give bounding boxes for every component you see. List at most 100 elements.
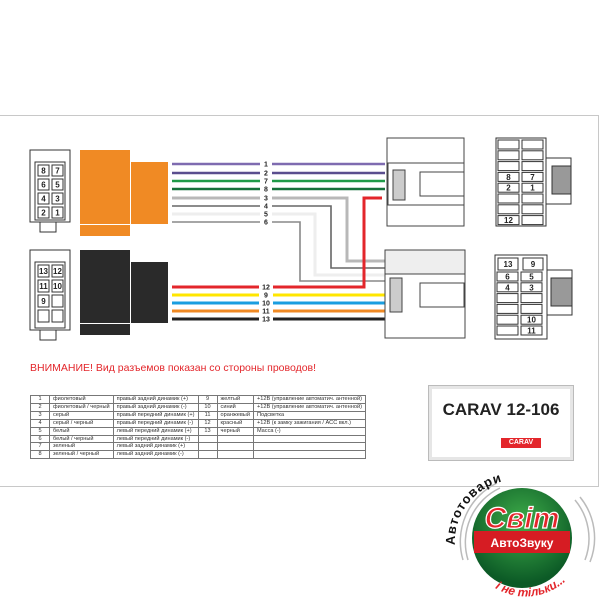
pin-cell — [497, 193, 520, 204]
pin-number: 8 — [506, 173, 511, 182]
pin-cell — [521, 139, 544, 150]
pin-cell — [497, 139, 520, 150]
pin-cell — [51, 206, 64, 219]
table-cell — [197, 434, 218, 444]
pin-cell — [520, 282, 543, 293]
wire-label: 2 — [264, 171, 268, 178]
pin-cell — [521, 171, 544, 182]
pin-number: 7 — [55, 167, 60, 176]
warning-text: ВНИМАНИЕ! Вид разъемов показан со сторон… — [30, 362, 317, 374]
table-cell: 2 — [30, 402, 50, 412]
table-cell: желтый — [216, 395, 254, 404]
pin-cell — [521, 150, 544, 161]
table-cell: серый — [49, 410, 114, 420]
wire-label-bg — [260, 169, 272, 177]
table-cell — [197, 442, 218, 452]
table-cell: 13 — [197, 426, 218, 436]
wire-label-bg — [260, 185, 272, 193]
wire-label: 12 — [262, 285, 270, 292]
left-connector-top — [29, 149, 71, 233]
pin-cell — [522, 257, 544, 271]
table-cell: 3 — [30, 410, 50, 420]
orange-connector-body — [80, 150, 130, 224]
wire-label-bg — [260, 210, 272, 218]
table-cell: 4 — [30, 418, 50, 428]
table-cell: зеленый — [49, 442, 114, 452]
wire-label-bg — [259, 283, 273, 291]
table-cell: +12В (к замку зажигания / ACC вкл.) — [252, 418, 366, 428]
table-cell: левый передний динамик (-) — [112, 434, 199, 444]
model-title: CARAV 12-106 — [442, 400, 560, 419]
right-connector-bottom-side — [384, 249, 466, 339]
table-cell: 9 — [197, 395, 218, 404]
table-cell: +12В (управление автоматич. антенной) — [252, 395, 366, 404]
pin-cell — [37, 279, 50, 293]
pin-number: 11 — [39, 282, 48, 291]
pin-cell — [37, 192, 50, 205]
pin-cell — [51, 279, 64, 293]
pin-cell — [37, 264, 50, 278]
table-cell: правый задний динамик (+) — [112, 395, 199, 404]
pin-number: 4 — [505, 283, 510, 292]
pin-cell — [520, 314, 543, 325]
pin-number: 10 — [527, 316, 536, 325]
pin-cell — [521, 182, 544, 193]
pin-cell — [496, 303, 519, 314]
table-cell — [252, 434, 366, 444]
pin-number: 6 — [41, 181, 46, 190]
pin-cell — [496, 293, 519, 304]
pin-cell — [520, 325, 543, 336]
pin-cell — [496, 271, 519, 282]
wire-label-bg — [260, 160, 272, 168]
table-cell: фиолетовый — [49, 395, 114, 404]
pin-number: 2 — [506, 184, 511, 193]
table-cell: 1 — [30, 395, 50, 404]
pin-number: 1 — [55, 209, 60, 218]
wire-label: 11 — [262, 309, 270, 316]
pin-number: 12 — [504, 216, 513, 225]
table-cell: 12 — [197, 418, 218, 428]
pin-number: 12 — [53, 267, 62, 276]
table-cell: оранжевый — [216, 410, 254, 420]
pin-cell — [496, 314, 519, 325]
table-cell: 8 — [30, 450, 50, 460]
pin-cell — [521, 215, 544, 226]
pin-number: 9 — [41, 297, 46, 306]
table-cell: фиолетовый / черный — [49, 402, 114, 412]
pin-cell — [497, 257, 519, 271]
left-connector-bottom — [29, 249, 71, 341]
table-cell: левый задний динамик (+) — [112, 442, 199, 452]
black-connector-base — [80, 324, 130, 335]
pin-cell — [37, 309, 50, 323]
diagram-frame — [0, 115, 599, 487]
pin-number: 13 — [504, 260, 513, 269]
wire-label: 13 — [262, 317, 270, 324]
table-cell: правый передний динамик (+) — [112, 410, 199, 420]
wire-label-bg — [260, 177, 272, 185]
table-cell: правый передний динамик (-) — [112, 418, 199, 428]
pin-cell — [497, 204, 520, 215]
pin-cell — [51, 164, 64, 177]
table-cell: 7 — [30, 442, 50, 452]
table-cell — [216, 450, 254, 460]
pin-cell — [520, 303, 543, 314]
wire-label: 9 — [264, 293, 268, 300]
pin-number: 3 — [529, 283, 534, 292]
table-cell: 11 — [197, 410, 218, 420]
pin-cell — [521, 204, 544, 215]
table-cell: правый задний динамик (-) — [112, 402, 199, 412]
wire-label: 7 — [264, 179, 268, 186]
wire-3 — [172, 196, 385, 263]
pin-cell — [497, 161, 520, 172]
pin-number: 3 — [55, 195, 60, 204]
table-cell — [197, 450, 218, 460]
pin-cell — [497, 215, 520, 226]
pin-cell — [496, 325, 519, 336]
pin-number: 6 — [505, 273, 510, 282]
wire-5 — [172, 212, 385, 277]
